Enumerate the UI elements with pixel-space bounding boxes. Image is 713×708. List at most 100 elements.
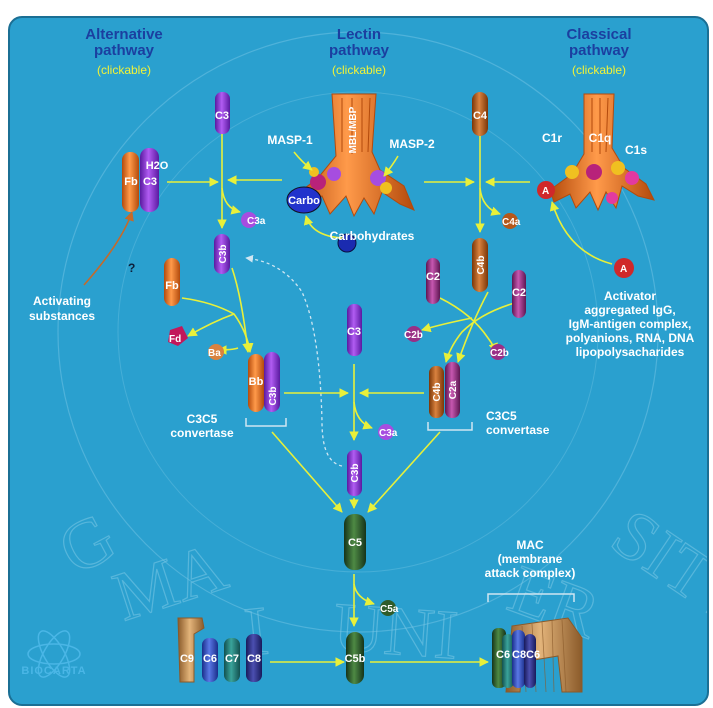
c4b-conv-label: C4b	[432, 383, 443, 402]
complement-pathway-diagram: G MA I UNI ER SITY Alternative pathway (…	[10, 18, 707, 704]
c5-label: C5	[348, 537, 362, 549]
bb-c3b-convertase[interactable]: Bb C3b	[248, 352, 280, 412]
convertase-left: C3C5 convertase	[170, 412, 286, 440]
ba-label: Ba	[208, 348, 221, 359]
convertase-right-2: convertase	[486, 423, 550, 437]
carbohydrates[interactable]: Carbohydrates	[306, 216, 415, 252]
c4-top-label: C4	[473, 110, 488, 122]
svg-text:SITY: SITY	[598, 495, 707, 646]
masp2-label: MASP-2	[389, 137, 435, 151]
c2-left-label: C2	[426, 271, 440, 283]
activating-substances: ? Activating substances	[29, 261, 135, 323]
c3-center[interactable]: C3	[347, 304, 362, 356]
c9[interactable]: C9	[178, 618, 204, 682]
carbo-label: Carbo	[288, 195, 320, 207]
mac-label-3: C6	[526, 649, 540, 661]
activator-line-2: IgM-antigen complex,	[569, 317, 692, 331]
c2b-right-label: C2b	[490, 348, 509, 359]
c2-right[interactable]: C2	[512, 270, 526, 318]
mac-label-1: C6	[496, 649, 510, 661]
classical-clickable-note[interactable]: (clickable)	[572, 63, 626, 77]
alternative-title-2[interactable]: pathway	[94, 42, 155, 59]
mac-title-2: (membrane	[498, 552, 563, 566]
c8[interactable]: C8	[246, 634, 262, 682]
mac-complex[interactable]: C6 C8 C6	[492, 618, 582, 692]
lectin-title-2[interactable]: pathway	[329, 42, 390, 59]
c5b-label: C5b	[345, 653, 366, 665]
activator-line-4: lipopolysacharides	[576, 345, 685, 359]
convertase-left-1: C3C5	[187, 412, 218, 426]
ba[interactable]: Ba	[208, 344, 224, 360]
bb-label: Bb	[249, 376, 264, 388]
c3-h2o-label: C3	[143, 176, 157, 188]
header-classical-pathway[interactable]: Classical pathway (clickable)	[566, 26, 631, 77]
fb-label: Fb	[124, 176, 138, 188]
c6[interactable]: C6	[202, 638, 218, 682]
convertase-left-2: convertase	[170, 426, 234, 440]
header-alternative-pathway[interactable]: Alternative pathway (clickable)	[85, 26, 163, 77]
c3a-center-label: C3a	[379, 428, 398, 439]
carbohydrates-label: Carbohydrates	[330, 229, 415, 243]
c3b-left-label: C3b	[218, 245, 229, 264]
svg-text:MA: MA	[105, 528, 236, 636]
c6-label: C6	[203, 653, 217, 665]
c3b-center-label: C3b	[350, 464, 361, 483]
c3-center-label: C3	[347, 326, 361, 338]
c9-label: C9	[180, 653, 194, 665]
mac-title-3: attack complex)	[485, 566, 576, 580]
alternative-title-1[interactable]: Alternative	[85, 26, 163, 43]
fb-free-label: Fb	[165, 280, 179, 292]
header-lectin-pathway[interactable]: Lectin pathway (clickable)	[329, 26, 390, 77]
c5[interactable]: C5	[344, 514, 366, 570]
c4-top[interactable]: C4	[472, 92, 488, 136]
mac-title-1: MAC	[516, 538, 544, 552]
c2-right-label: C2	[512, 287, 526, 299]
c1q-label: C1q	[589, 131, 612, 145]
c7[interactable]: C7	[224, 638, 240, 682]
lectin-title-1[interactable]: Lectin	[337, 26, 381, 43]
c1-complex[interactable]: C1r C1q C1s	[542, 94, 654, 210]
c2b-right[interactable]: C2b	[490, 344, 509, 360]
antigen-free[interactable]: A	[614, 258, 634, 278]
activator-line-1: aggregated IgG,	[584, 303, 675, 317]
fb[interactable]: Fb	[164, 258, 180, 306]
c4b[interactable]: C4b	[472, 238, 488, 292]
c2b-left-label: C2b	[404, 330, 423, 341]
logo-text: BIOCARTA	[21, 665, 86, 677]
h2o-label: H2O	[146, 160, 169, 172]
c2-left[interactable]: C2	[426, 258, 440, 304]
activating-label-2: substances	[29, 309, 95, 323]
c3b-bb-label: C3b	[268, 387, 279, 406]
c4b-label: C4b	[476, 256, 487, 275]
antigen-bound[interactable]: A	[537, 181, 555, 199]
c4a-label: C4a	[502, 217, 521, 228]
classical-title-1[interactable]: Classical	[566, 26, 631, 43]
antigen-bound-label: A	[542, 186, 549, 197]
c3b-center[interactable]: C3b	[347, 450, 362, 496]
c3b-left[interactable]: C3b	[214, 234, 230, 274]
c3a-left[interactable]: C3a	[241, 212, 266, 228]
c1r-label: C1r	[542, 131, 562, 145]
c5b[interactable]: C5b	[345, 632, 366, 684]
diagram-panel: G MA I UNI ER SITY Alternative pathway (…	[8, 16, 709, 706]
c7-label: C7	[225, 653, 239, 665]
c3-top[interactable]: C3	[215, 92, 230, 134]
alternative-clickable-note[interactable]: (clickable)	[97, 63, 151, 77]
c3a-center[interactable]: C3a	[378, 424, 398, 440]
c3a-left-label: C3a	[247, 216, 266, 227]
activating-label-1: Activating	[33, 294, 91, 308]
c4a[interactable]: C4a	[502, 213, 521, 229]
convertase-right-1: C3C5	[486, 409, 517, 423]
fd-label: Fd	[169, 334, 181, 345]
mbl-mbp-complex[interactable]: MBL/MBP Carbo	[287, 94, 414, 216]
c4b-c2a-convertase[interactable]: C4b C2a	[429, 362, 460, 418]
fb-h2o-c3-complex[interactable]: Fb H2O C3	[122, 148, 169, 212]
classical-title-2[interactable]: pathway	[569, 42, 630, 59]
mbl-label: MBL/MBP	[348, 106, 359, 153]
lectin-clickable-note[interactable]: (clickable)	[332, 63, 386, 77]
c2a-label: C2a	[448, 380, 459, 399]
fd[interactable]: Fd	[168, 326, 188, 346]
question-mark: ?	[128, 261, 135, 275]
activator-line-0: Activator	[604, 289, 656, 303]
c2b-left[interactable]: C2b	[404, 326, 423, 342]
